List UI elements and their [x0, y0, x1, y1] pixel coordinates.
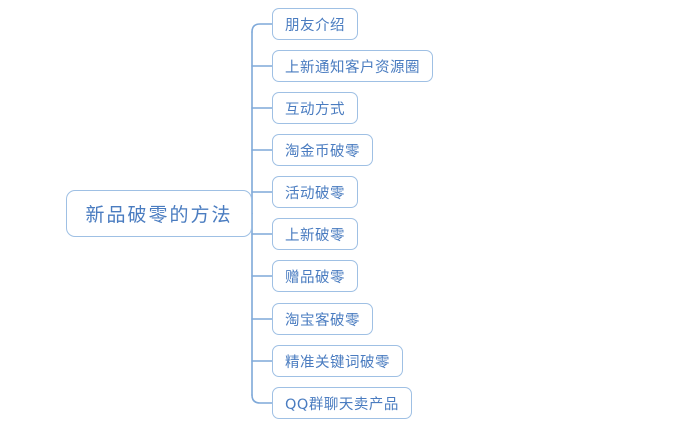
branch-node-label: 精准关键词破零	[285, 354, 390, 371]
branch-node-7[interactable]: 赠品破零	[272, 260, 358, 292]
branch-node-10[interactable]: QQ群聊天卖产品	[272, 387, 412, 419]
root-node[interactable]: 新品破零的方法	[66, 190, 252, 237]
branch-node-label: 上新破零	[285, 227, 345, 244]
branch-node-label: QQ群聊天卖产品	[285, 396, 399, 413]
branch-node-label: 赠品破零	[285, 269, 345, 286]
branch-node-4[interactable]: 淘金币破零	[272, 134, 373, 166]
branch-node-label: 朋友介绍	[285, 17, 345, 34]
branch-node-2[interactable]: 上新通知客户资源圈	[272, 50, 433, 82]
branch-node-label: 上新通知客户资源圈	[285, 59, 420, 76]
branch-node-label: 淘宝客破零	[285, 312, 360, 329]
branch-node-3[interactable]: 互动方式	[272, 92, 358, 124]
branch-node-label: 活动破零	[285, 185, 345, 202]
branch-node-6[interactable]: 上新破零	[272, 218, 358, 250]
branch-node-label: 淘金币破零	[285, 143, 360, 160]
branch-node-label: 互动方式	[285, 101, 345, 118]
branch-node-5[interactable]: 活动破零	[272, 176, 358, 208]
branch-node-1[interactable]: 朋友介绍	[272, 8, 358, 40]
branch-node-9[interactable]: 精准关键词破零	[272, 345, 403, 377]
branch-node-8[interactable]: 淘宝客破零	[272, 303, 373, 335]
root-node-label: 新品破零的方法	[85, 204, 233, 226]
